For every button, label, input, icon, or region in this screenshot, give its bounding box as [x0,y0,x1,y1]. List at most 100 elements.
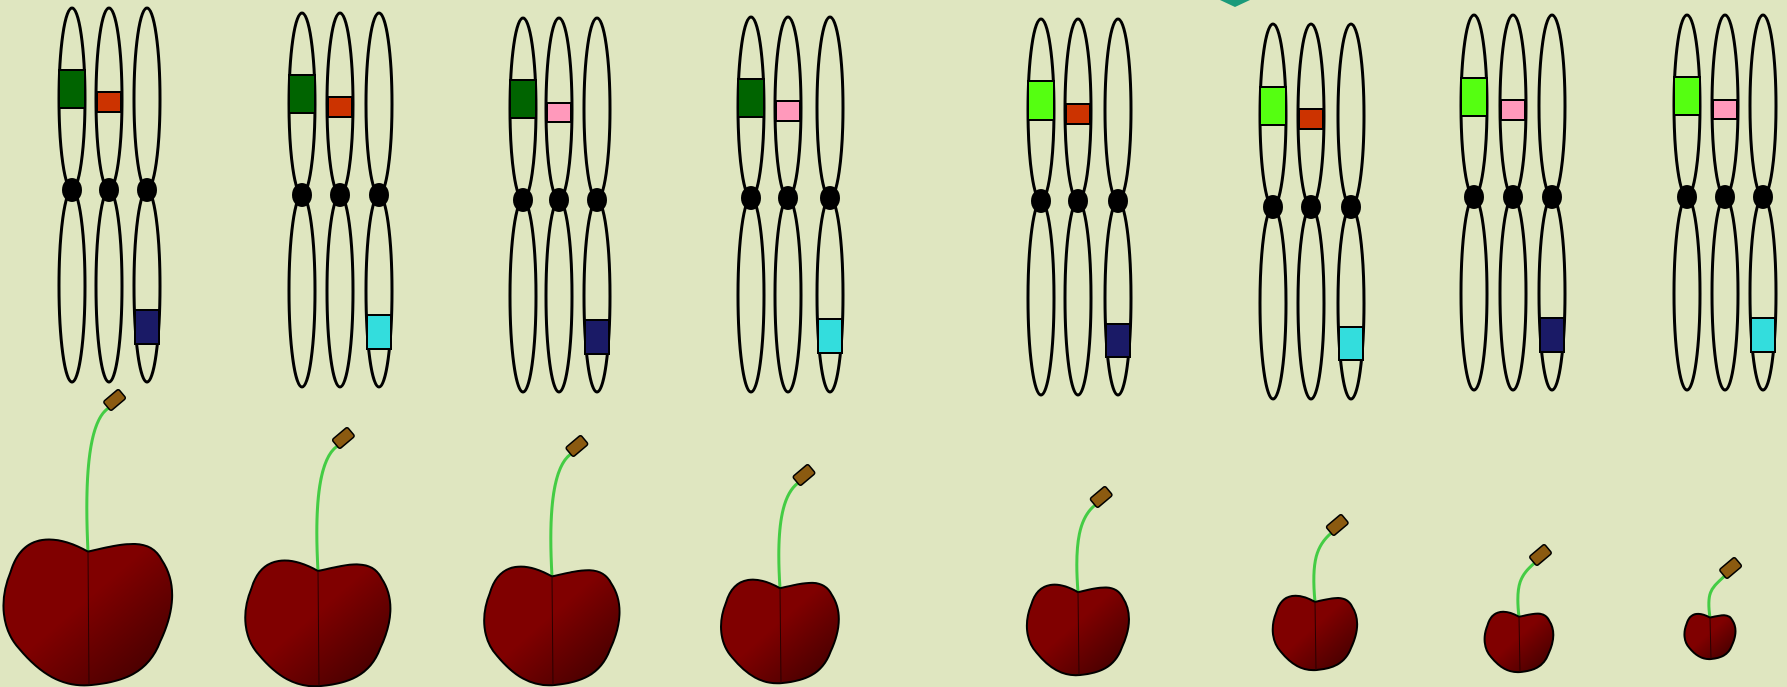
chromosome-arm-upper [817,17,843,198]
chromosome-arm-lower [327,195,353,387]
genotype-column [245,13,392,686]
allele-a-band [510,80,536,118]
chromosome-arm-lower [1260,207,1286,399]
centromere [369,183,389,207]
chromosome [1712,15,1738,390]
cherry-stem [87,408,109,552]
chromosome [775,17,801,392]
chromosome [327,13,353,387]
chromosome [546,18,572,392]
chromosome-arm-upper [1539,15,1565,197]
chromosome [1674,15,1700,390]
centromere [1301,195,1321,219]
chromosome [134,8,160,382]
chromosome-arm-upper [366,13,392,195]
chromosome-arm-lower [1500,197,1526,390]
allele-c-band [135,310,159,344]
chromosome [1750,15,1776,390]
centromere [1031,189,1051,213]
allele-a-band [289,75,315,113]
chromosome-arm-lower [1461,197,1487,390]
allele-b-band [1501,100,1525,120]
centromere [1341,195,1361,219]
centromere [1108,189,1128,213]
chromosome-arm-lower [546,200,572,392]
centromere [1464,185,1484,209]
chromosome-arm-lower [1712,197,1738,390]
chromosome [1461,15,1487,390]
chromosome-arm-lower [1028,201,1054,395]
allele-a-band [738,79,764,117]
cherry-stem [551,454,571,576]
centromere [820,186,840,210]
cherry-stem [1518,563,1535,617]
chromosome-arm-lower [1750,197,1776,390]
allele-c-band [1751,318,1775,352]
centromere [1068,189,1088,213]
allele-b-band [1713,100,1737,119]
allele-b-band [97,92,121,112]
genotype-column [1260,24,1364,670]
chromosome [1065,19,1091,395]
chromosome [1338,24,1364,399]
allele-b-band [776,101,800,121]
genotype-column [484,18,619,685]
cherry-stem [1077,505,1095,592]
centromere [1263,195,1283,219]
allele-c-band [1106,324,1130,357]
centromere [741,186,761,210]
chromosome [59,8,85,382]
chromosome [1260,24,1286,399]
stem-tip [1090,486,1113,508]
allele-b-band [1299,109,1323,129]
chromosome-arm-lower [775,198,801,392]
allele-a-band [59,70,85,108]
chromosome [1539,15,1565,390]
allele-c-band [367,315,391,349]
allele-c-band [818,319,842,353]
chromosome [366,13,392,387]
allele-a-band [1674,77,1700,115]
allele-a-band [1461,78,1487,116]
chromosome-arm-upper [1105,19,1131,201]
genotype-column [1027,19,1131,675]
chromosome-arm-lower [1298,207,1324,399]
cherry-stem [1709,576,1725,618]
genotype-column [1674,15,1776,659]
corner-marker-icon [1220,0,1250,7]
stem-tip [1529,544,1552,566]
chromosome-arm-lower [96,190,122,382]
genotype-column [721,17,843,683]
allele-a-band [1028,81,1054,120]
chromosome [1028,19,1054,395]
chromosome-arm-lower [1065,201,1091,395]
chromosome [1105,19,1131,395]
allele-a-band [1260,87,1286,125]
chromosome-arm-lower [1674,197,1700,390]
centromere [1677,185,1697,209]
chromosome [1298,24,1324,399]
centromere [292,183,312,207]
chromosome [584,18,610,392]
chromosome-arm-lower [1539,197,1565,390]
centromere [778,186,798,210]
chromosome [738,17,764,392]
genotype-column [3,8,172,685]
allele-c-band [1540,318,1564,352]
chromosome-arm-lower [510,200,536,392]
centromere [1503,185,1523,209]
allele-b-band [1066,104,1090,124]
chromosome-arm-lower [366,195,392,387]
centromere [513,188,533,212]
chromosome-arm-lower [1105,201,1131,395]
stem-tip [1719,557,1742,579]
chromosome-arm-lower [738,198,764,392]
chromosome [510,18,536,392]
chromosome-arm-lower [1338,207,1364,399]
centromere [62,178,82,202]
cherry-stem [317,446,338,571]
cherry-stem [1314,533,1332,602]
centromere [137,178,157,202]
centromere [330,183,350,207]
